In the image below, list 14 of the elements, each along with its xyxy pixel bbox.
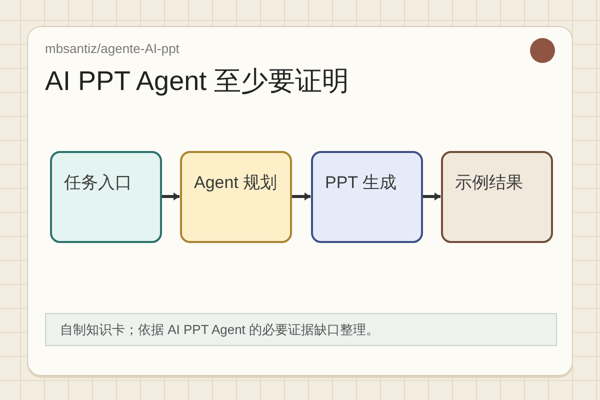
arrow: [292, 192, 310, 200]
process-box: [311, 151, 423, 243]
caption-text: 自制知识卡；依据 AI PPT Agent 的必要证据缺口整理。: [60, 320, 380, 338]
process-box: [441, 151, 553, 243]
step-label: 示例结果: [455, 172, 524, 194]
title: AI PPT Agent 至少要证明: [45, 65, 350, 98]
arrow: [162, 192, 180, 200]
arrow: [422, 192, 440, 200]
step-label: PPT 生成: [325, 172, 398, 194]
step-label: Agent 规划: [194, 172, 278, 194]
repo-path: mbsantiz/agente-AI-ppt: [45, 41, 180, 56]
process-box: [180, 151, 292, 243]
step-label: 任务入口: [64, 172, 133, 194]
process-box: [50, 151, 162, 243]
